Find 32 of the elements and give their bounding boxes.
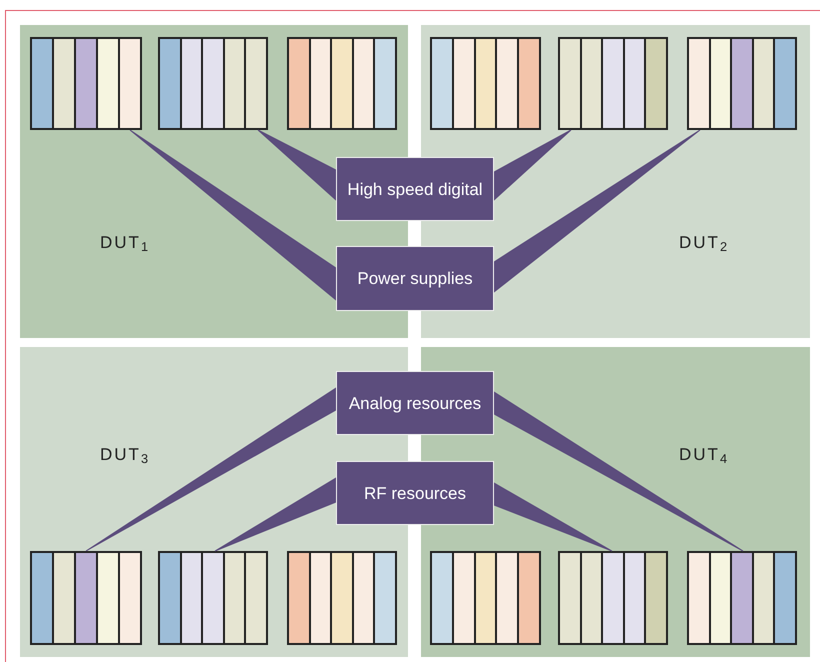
connector-wedge [130, 130, 336, 302]
dut-label: DUT$_{1}$ [100, 232, 150, 256]
dut-label: DUT$_{4}$ [679, 444, 730, 468]
connector-wedge [494, 391, 744, 552]
instrument-rack [687, 37, 797, 130]
resource-label: Analog resources [348, 392, 482, 414]
instrument-rack [287, 551, 397, 645]
instrument-rack [30, 551, 142, 645]
connector-wedge [494, 482, 612, 552]
instrument-rack [687, 551, 797, 645]
resource-label: RF resources [362, 482, 468, 504]
connector-wedge [258, 130, 336, 202]
resource-box [336, 461, 494, 525]
resource-box [336, 371, 494, 435]
resource-label: Power supplies [356, 268, 474, 290]
instrument-rack [430, 551, 541, 645]
dut-label: DUT$_{3}$ [100, 444, 150, 468]
resource-label: High speed digital [346, 178, 484, 200]
resource-box [336, 157, 494, 221]
instrument-rack [430, 37, 541, 130]
instrument-rack [30, 37, 142, 130]
instrument-rack [558, 551, 668, 645]
instrument-rack [158, 551, 268, 645]
instrument-rack [287, 37, 397, 130]
connector-wedge [494, 130, 700, 294]
connector-wedge [86, 387, 336, 552]
resource-box [336, 246, 494, 311]
dut-label: DUT$_{2}$ [679, 232, 730, 256]
instrument-rack [158, 37, 268, 130]
connector-wedge [214, 477, 336, 552]
connector-wedge [494, 130, 572, 202]
instrument-rack [558, 37, 668, 130]
